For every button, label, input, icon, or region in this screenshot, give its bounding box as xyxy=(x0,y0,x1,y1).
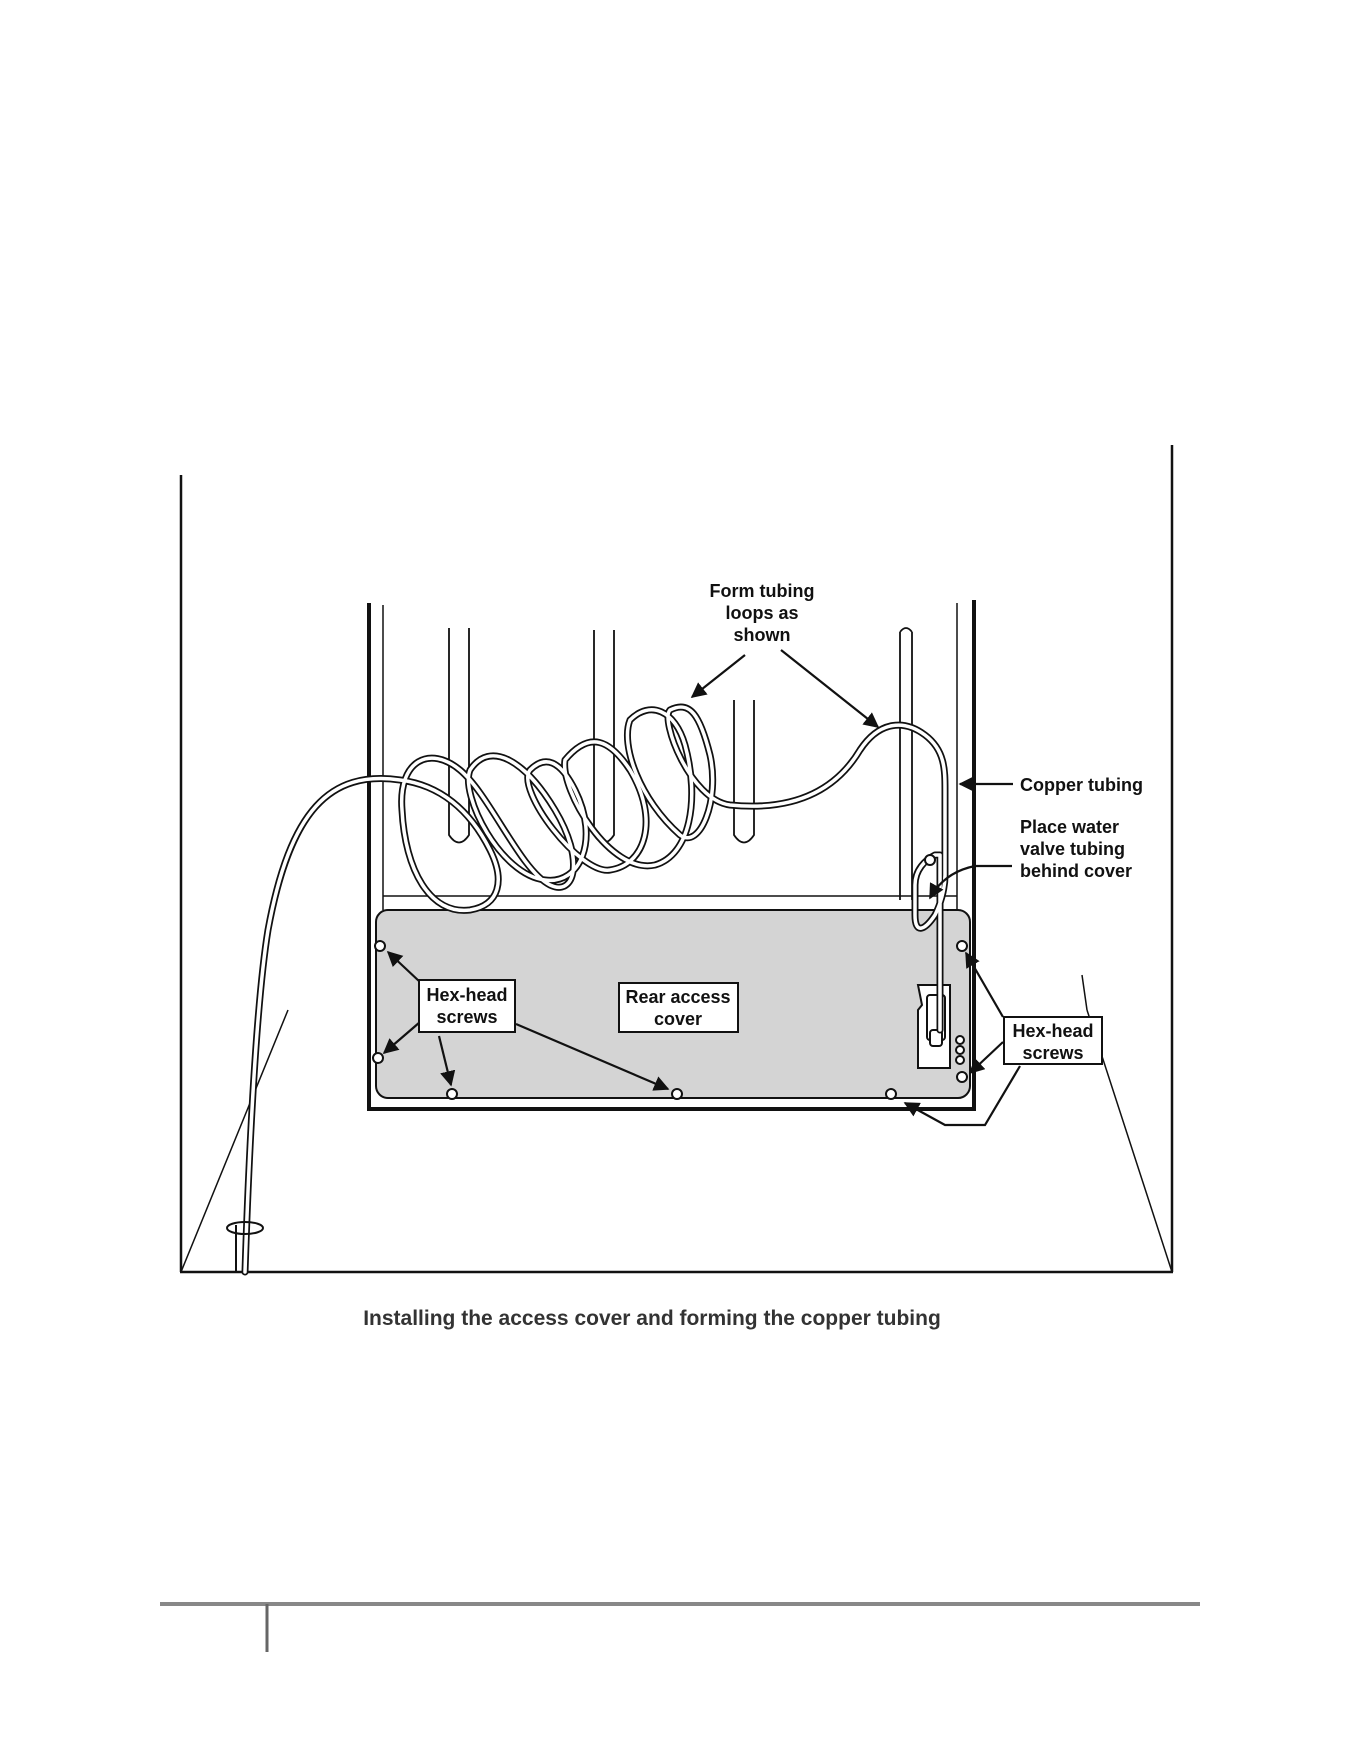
hex-left-line-1: Hex-head xyxy=(426,985,507,1005)
label-place-water: Place water valve tubing behind cover xyxy=(1020,817,1132,881)
form-tubing-line-1: Form tubing xyxy=(710,581,815,601)
label-copper-tubing: Copper tubing xyxy=(1020,775,1143,795)
screw-lower-right xyxy=(957,1072,967,1082)
form-tubing-line-3: shown xyxy=(734,625,791,645)
form-tubing-line-2: loops as xyxy=(725,603,798,623)
screw-top-left xyxy=(375,941,385,951)
place-water-line-1: Place water xyxy=(1020,817,1119,837)
screw-bottom-center xyxy=(672,1089,682,1099)
label-hex-right: Hex-head screws xyxy=(1004,1017,1102,1064)
screw-mid-left xyxy=(373,1053,383,1063)
footer-rule xyxy=(160,1604,1200,1652)
figure-caption: Installing the access cover and forming … xyxy=(363,1307,941,1330)
screw-bottom-right xyxy=(886,1089,896,1099)
screw-top-right xyxy=(957,941,967,951)
rear-access-line-1: Rear access xyxy=(625,987,730,1007)
hex-right-line-1: Hex-head xyxy=(1012,1021,1093,1041)
place-water-line-2: valve tubing xyxy=(1020,839,1125,859)
label-rear-access: Rear access cover xyxy=(619,983,738,1032)
label-hex-left: Hex-head screws xyxy=(419,980,515,1032)
label-form-tubing: Form tubing loops as shown xyxy=(710,581,815,645)
place-water-line-3: behind cover xyxy=(1020,861,1132,881)
rear-access-line-2: cover xyxy=(654,1009,702,1029)
hex-right-line-2: screws xyxy=(1022,1043,1083,1063)
screw-bottom-left xyxy=(447,1089,457,1099)
hex-left-line-2: screws xyxy=(436,1007,497,1027)
